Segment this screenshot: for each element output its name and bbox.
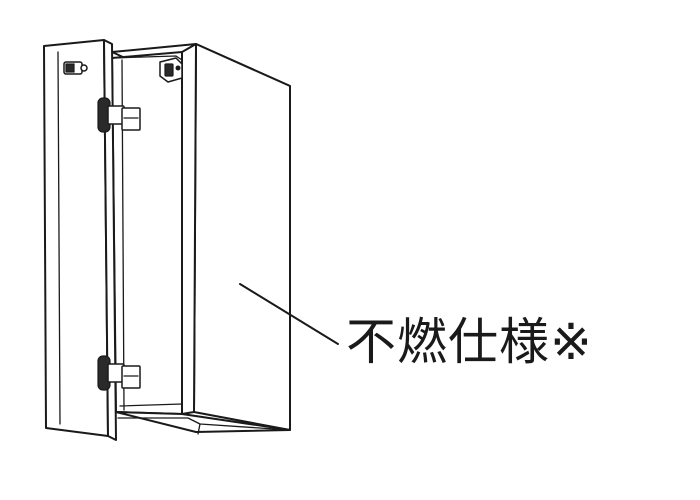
- non-combustible-spec-label: 不燃仕様※: [346, 313, 593, 371]
- lower-hinge-icon: [97, 355, 141, 391]
- door-catch-icon: [63, 61, 88, 75]
- upper-hinge-icon: [97, 97, 141, 133]
- catch-bracket-icon: [159, 57, 183, 83]
- cabinet-front-edge: [181, 43, 197, 415]
- callout-leader-line: [239, 283, 339, 345]
- cabinet-door: [43, 39, 117, 441]
- cabinet-body: [111, 43, 291, 435]
- cabinet-side-panel: [193, 43, 291, 431]
